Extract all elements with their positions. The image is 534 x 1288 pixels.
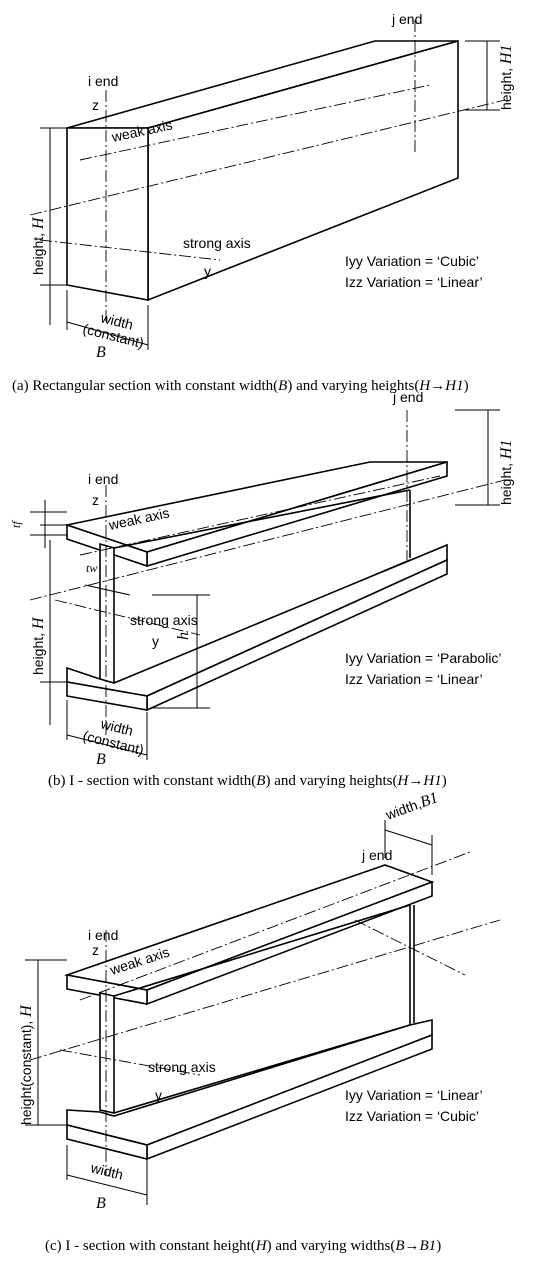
width-dimension bbox=[66, 700, 148, 760]
width-dimension bbox=[66, 290, 149, 350]
y-label: y bbox=[152, 633, 159, 649]
izz-variation: Izz Variation = ‘Linear’ bbox=[345, 274, 483, 290]
height-h-dimension bbox=[40, 127, 67, 325]
strong-axis-label: strong axis bbox=[148, 1059, 216, 1075]
z-label: z bbox=[92, 97, 99, 113]
panel-b-i-section-varying-height: i end j end z y weak axis strong axis tf… bbox=[9, 389, 515, 789]
strong-axis-line bbox=[29, 919, 501, 1061]
svg-text:height, H: height, H bbox=[30, 616, 47, 675]
width-dimension bbox=[66, 1145, 148, 1205]
izz-variation: Izz Variation = ‘Linear’ bbox=[345, 671, 483, 687]
j-end-section-line bbox=[354, 919, 466, 976]
height-h-label: height, H bbox=[30, 216, 47, 275]
tw-dimension bbox=[84, 584, 131, 596]
izz-variation: Izz Variation = ‘Cubic’ bbox=[345, 1108, 479, 1124]
b-label: B bbox=[96, 1195, 106, 1212]
strong-axis-line bbox=[29, 479, 506, 601]
h-dimension bbox=[152, 594, 210, 709]
b-label: B bbox=[96, 344, 106, 361]
width-b1-label: width,B1 bbox=[383, 789, 441, 824]
tf-dimension bbox=[30, 500, 67, 548]
height-h1-dimension bbox=[455, 409, 500, 506]
i-end-label: i end bbox=[88, 471, 118, 487]
y-label: y bbox=[204, 263, 211, 279]
strong-axis-label: strong axis bbox=[130, 612, 198, 628]
caption-c: (c) I - section with constant height(H) … bbox=[45, 1238, 441, 1254]
y-axis-line bbox=[39, 239, 221, 261]
caption-b: (b) I - section with constant width(B) a… bbox=[48, 773, 447, 789]
height-constant-label: height(constant), H bbox=[18, 1004, 35, 1125]
web-end bbox=[99, 992, 115, 1114]
height-h1-dimension bbox=[465, 40, 500, 111]
strong-axis-label: strong axis bbox=[183, 235, 251, 251]
iyy-variation: Iyy Variation = ‘Parabolic’ bbox=[345, 650, 502, 666]
tw-label: tw bbox=[86, 561, 97, 575]
i-end-label: i end bbox=[88, 73, 118, 89]
y-label: y bbox=[155, 1087, 162, 1103]
top-flange-top-face bbox=[63, 461, 448, 553]
width-label: width bbox=[98, 309, 135, 333]
svg-text:height(constant), H: height(constant), H bbox=[18, 1004, 35, 1125]
svg-text:height, H1: height, H1 bbox=[498, 440, 515, 506]
width-b1-dimension bbox=[384, 820, 433, 875]
end-face-i bbox=[66, 127, 149, 301]
z-label: z bbox=[92, 492, 99, 508]
j-end-label: j end bbox=[361, 847, 392, 863]
weak-axis-line bbox=[79, 851, 471, 1001]
web-j-edges bbox=[409, 905, 415, 1025]
web-end bbox=[99, 542, 115, 687]
panel-a-rectangular-section: i end j end z y weak axis strong axis he… bbox=[12, 11, 515, 394]
caption-a: (a) Rectangular section with constant wi… bbox=[12, 378, 469, 394]
b-label: B bbox=[96, 751, 106, 768]
h-label: h bbox=[175, 632, 192, 640]
panel-c-i-section-varying-width: i end j end z y weak axis strong axis he… bbox=[18, 789, 501, 1254]
i-end-label: i end bbox=[88, 927, 118, 943]
y-axis-line bbox=[54, 599, 201, 636]
svg-text:height, H1: height, H1 bbox=[498, 45, 515, 111]
bottom-flange-side bbox=[146, 558, 448, 712]
j-end-label: j end bbox=[391, 11, 422, 27]
height-h-label: height, H bbox=[30, 616, 47, 675]
j-end-label: j end bbox=[392, 389, 423, 405]
bottom-flange-end bbox=[66, 681, 148, 711]
strong-axis-line bbox=[29, 99, 506, 216]
height-dimension bbox=[25, 959, 67, 1126]
bottom-flange-top bbox=[66, 1018, 433, 1146]
iyy-variation: Iyy Variation = ‘Cubic’ bbox=[345, 253, 479, 269]
width-label: width bbox=[98, 715, 135, 739]
height-h1-label: height, H1 bbox=[498, 45, 515, 111]
y-axis-line bbox=[59, 1049, 201, 1076]
weak-axis-line bbox=[79, 475, 441, 556]
width-label: width bbox=[88, 1159, 125, 1183]
tf-label: tf bbox=[9, 520, 23, 528]
bottom-flange-end bbox=[66, 1123, 148, 1161]
svg-text:height, H: height, H bbox=[30, 216, 47, 275]
height-h1-label: height, H1 bbox=[498, 440, 515, 506]
iyy-variation: Iyy Variation = ‘Linear’ bbox=[345, 1087, 483, 1103]
z-label: z bbox=[92, 942, 99, 958]
